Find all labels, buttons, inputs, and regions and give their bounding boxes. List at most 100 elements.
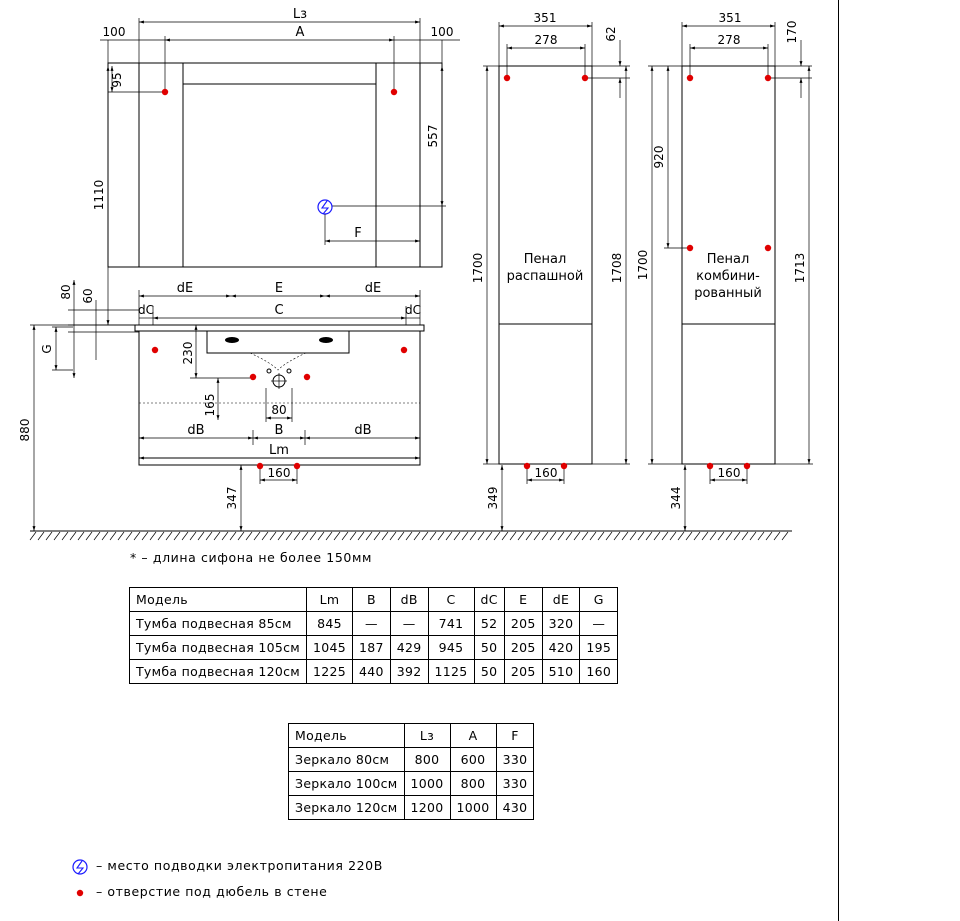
vanity_table-cell: 205	[503, 659, 543, 684]
legend-power-icon	[72, 859, 88, 875]
vanity_table-cell: 392	[389, 659, 429, 684]
p2-label-line2: комбини-	[696, 269, 760, 284]
p2-label-line1: Пенал	[707, 252, 750, 267]
vanity_table-cell: 1125	[427, 659, 475, 684]
p2-dim-351: 351	[719, 11, 742, 25]
dim-f: F	[354, 226, 361, 241]
dim-1110: 1110	[92, 180, 106, 211]
vanity_table-cell: 205	[503, 611, 543, 636]
vanity_table-cell: 50	[473, 635, 505, 660]
vanity_table-cell: 1045	[305, 635, 354, 660]
mirror_table-cell: Зеркало 120см	[288, 795, 405, 820]
p1-dim-351: 351	[534, 11, 557, 25]
p2-dim-1700: 1700	[636, 250, 650, 281]
vanity_table-header-cell: Модель	[129, 587, 307, 612]
vanity_table-header-cell: dB	[389, 587, 429, 612]
page-border-right	[838, 0, 839, 921]
dim-95: 95	[110, 72, 124, 87]
mirror_table-cell: 1200	[403, 795, 451, 820]
vanity_table-cell: 1225	[305, 659, 354, 684]
p1-dim-349: 349	[486, 487, 500, 510]
vanity_table-cell: —	[579, 611, 619, 636]
p1-label-line2: распашной	[507, 269, 584, 284]
dim-de-right: dE	[365, 281, 381, 296]
vanity_table-header-cell: B	[352, 587, 391, 612]
vanity_table-header-cell: Lm	[305, 587, 354, 612]
vanity_table-header-cell: G	[579, 587, 619, 612]
p1-dim-160: 160	[535, 466, 558, 480]
vanity_table-cell: 420	[541, 635, 581, 660]
vanity_table-cell: Тумба подвесная 85см	[129, 611, 307, 636]
mirror_table-cell: Зеркало 80см	[288, 747, 405, 772]
dim-c: C	[274, 303, 283, 318]
mirror_table-cell: 800	[449, 771, 497, 796]
penal-swing-outline	[498, 65, 593, 465]
floor-line	[29, 530, 792, 541]
dowel-holes	[151, 74, 772, 470]
power-outlet-icon	[317, 199, 333, 215]
vanity_table-cell: 510	[541, 659, 581, 684]
vanity_table-cell: 160	[579, 659, 619, 684]
p2-dim-344: 344	[669, 487, 683, 510]
p2-dim-278: 278	[718, 33, 741, 47]
dim-dc-left: dC	[138, 303, 154, 317]
mirror_table-header-cell: Lз	[403, 723, 451, 748]
p1-dim-1708: 1708	[610, 253, 624, 284]
mirror_table-cell: 330	[495, 747, 535, 772]
vanity_table-cell: 187	[352, 635, 391, 660]
legend-dowel-icon	[76, 889, 84, 897]
vanity_table-cell: Тумба подвесная 105см	[129, 635, 307, 660]
dim-880: 880	[18, 419, 32, 442]
dim-60: 60	[81, 288, 95, 303]
vanity_table-header-cell: C	[427, 587, 475, 612]
p1-dim-1700: 1700	[471, 253, 485, 284]
dim-80-siphon: 80	[271, 403, 286, 417]
mirror_table-header-cell: A	[449, 723, 497, 748]
dim-160-vanity: 160	[268, 466, 291, 480]
dim-b: B	[275, 423, 284, 438]
dim-347: 347	[225, 487, 239, 510]
vanity_table-cell: 845	[305, 611, 354, 636]
dim-dc-right: dC	[405, 303, 421, 317]
power-legend-text: – место подводки электропитания 220В	[96, 858, 383, 873]
vanity_table-cell: 205	[503, 635, 543, 660]
p2-dim-920: 920	[652, 146, 666, 169]
dim-557: 557	[426, 125, 440, 148]
vanity_table-cell: 320	[541, 611, 581, 636]
dim-lm: Lm	[269, 443, 289, 458]
vanity_table-header-cell: dE	[541, 587, 581, 612]
p2-dim-170: 170	[785, 21, 799, 44]
dim-100-right: 100	[431, 25, 454, 39]
mirror_table-header-cell: Модель	[288, 723, 405, 748]
mirror_table-cell: 330	[495, 771, 535, 796]
vanity_table-cell: —	[389, 611, 429, 636]
vanity_table-cell: 52	[473, 611, 505, 636]
dim-db-right: dB	[354, 423, 371, 438]
mirror_table-header-cell: F	[495, 723, 535, 748]
dim-db-left: dB	[187, 423, 204, 438]
vanity_table-cell: 741	[427, 611, 475, 636]
vanity_table-cell: 429	[389, 635, 429, 660]
p2-label-line3: рованный	[694, 286, 762, 301]
dim-de-left: dE	[177, 281, 193, 296]
dim-230: 230	[181, 342, 195, 365]
dim-100-left: 100	[103, 25, 126, 39]
mirror_table-cell: 600	[449, 747, 497, 772]
vanity_table-cell: 440	[352, 659, 391, 684]
dim-g: G	[40, 344, 54, 353]
mirror_table-cell: 1000	[449, 795, 497, 820]
mirror-top-dimensions	[100, 18, 460, 90]
dim-l-z: Lз	[293, 7, 307, 22]
mirror_table-cell: 800	[403, 747, 451, 772]
p1-dim-62: 62	[604, 26, 618, 41]
dim-165: 165	[203, 394, 217, 417]
mirror_table-cell: 430	[495, 795, 535, 820]
